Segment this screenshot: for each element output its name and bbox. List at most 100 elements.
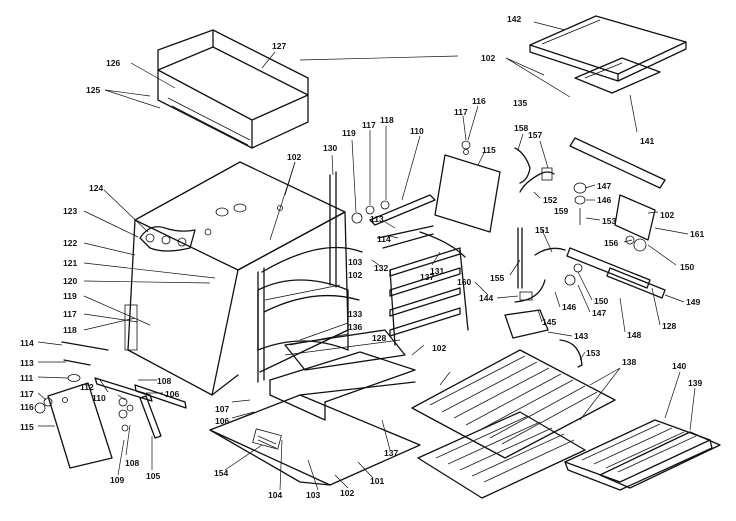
part-broiler-drawer bbox=[104, 29, 309, 149]
callout-labels: 142 102 135 141 127 126 125 124 123 122 … bbox=[20, 14, 704, 500]
callout-130: 130 bbox=[323, 143, 337, 153]
callout-136: 136 bbox=[348, 322, 362, 332]
callout-125: 125 bbox=[86, 85, 100, 95]
callout-119: 119 bbox=[342, 128, 356, 138]
callout-151: 151 bbox=[535, 225, 549, 235]
callout-102: 102 bbox=[348, 270, 362, 280]
callout-117: 117 bbox=[362, 120, 376, 130]
callout-102: 102 bbox=[660, 210, 674, 220]
callout-102: 102 bbox=[432, 343, 446, 353]
callout-137: 137 bbox=[420, 272, 434, 282]
callout-118: 118 bbox=[380, 115, 394, 125]
part-oven-bottom-pan bbox=[209, 329, 421, 491]
callout-122: 122 bbox=[63, 238, 77, 248]
callout-118: 118 bbox=[63, 325, 77, 335]
callout-145: 145 bbox=[542, 317, 556, 327]
callout-115: 115 bbox=[482, 145, 496, 155]
callout-110: 110 bbox=[92, 393, 106, 403]
part-left-small-components bbox=[34, 189, 216, 469]
callout-128: 128 bbox=[372, 333, 386, 343]
callout-133: 133 bbox=[348, 309, 362, 319]
callout-114: 114 bbox=[377, 234, 391, 244]
callout-102: 102 bbox=[481, 53, 495, 63]
callout-126: 126 bbox=[106, 58, 120, 68]
callout-142: 142 bbox=[507, 14, 521, 24]
callout-103: 103 bbox=[306, 490, 320, 500]
callout-152: 152 bbox=[543, 195, 557, 205]
part-oven-grate bbox=[411, 349, 621, 499]
part-broiler-pan-insert bbox=[564, 371, 721, 491]
callout-155: 155 bbox=[490, 273, 504, 283]
callout-119: 119 bbox=[63, 291, 77, 301]
callout-124: 124 bbox=[89, 183, 103, 193]
callout-138: 138 bbox=[622, 357, 636, 367]
callout-148: 148 bbox=[627, 330, 641, 340]
callout-116: 116 bbox=[20, 402, 34, 412]
callout-115: 115 bbox=[20, 422, 34, 432]
callout-127: 127 bbox=[272, 41, 286, 51]
part-gas-manifold-regulator bbox=[474, 133, 689, 368]
callout-117: 117 bbox=[20, 389, 34, 399]
callout-135: 135 bbox=[513, 98, 527, 108]
part-top-trim-panel bbox=[505, 15, 687, 133]
callout-156: 156 bbox=[604, 238, 618, 248]
leader-line bbox=[439, 371, 451, 386]
callout-158: 158 bbox=[514, 123, 528, 133]
callout-131: 131 bbox=[430, 266, 444, 276]
callout-139: 139 bbox=[688, 378, 702, 388]
callout-111: 111 bbox=[20, 373, 34, 383]
callout-144: 144 bbox=[479, 293, 493, 303]
callout-121: 121 bbox=[63, 258, 77, 268]
callout-141: 141 bbox=[640, 136, 654, 146]
callout-137: 137 bbox=[384, 448, 398, 458]
callout-154: 154 bbox=[214, 468, 228, 478]
callout-160: 160 bbox=[457, 277, 471, 287]
part-burner-valve-assembly bbox=[94, 377, 187, 476]
callout-120: 120 bbox=[63, 276, 77, 286]
callout-106: 106 bbox=[165, 389, 179, 399]
callout-150: 150 bbox=[680, 262, 694, 272]
callout-110: 110 bbox=[410, 126, 424, 136]
callout-101: 101 bbox=[370, 476, 384, 486]
leader-line bbox=[299, 55, 459, 61]
callout-107: 107 bbox=[215, 404, 229, 414]
callout-140: 140 bbox=[672, 361, 686, 371]
callout-147: 147 bbox=[592, 308, 606, 318]
callout-117: 117 bbox=[454, 107, 468, 117]
callout-103: 103 bbox=[348, 257, 362, 267]
callout-112: 112 bbox=[80, 382, 94, 392]
callout-104: 104 bbox=[268, 490, 282, 500]
callout-157: 157 bbox=[528, 130, 542, 140]
callout-116: 116 bbox=[472, 96, 486, 106]
part-rear-cover-panel bbox=[434, 105, 501, 233]
callout-159: 159 bbox=[554, 206, 568, 216]
callout-153: 153 bbox=[586, 348, 600, 358]
callout-128: 128 bbox=[662, 321, 676, 331]
leader-line bbox=[269, 161, 296, 241]
callout-117: 117 bbox=[63, 309, 77, 319]
callout-147: 147 bbox=[597, 181, 611, 191]
callout-161: 161 bbox=[690, 229, 704, 239]
callout-143: 143 bbox=[574, 331, 588, 341]
part-range-body-cabinet bbox=[124, 161, 349, 396]
callout-146: 146 bbox=[562, 302, 576, 312]
callout-146: 146 bbox=[597, 195, 611, 205]
callout-108: 108 bbox=[157, 376, 171, 386]
callout-109: 109 bbox=[110, 475, 124, 485]
callout-102: 102 bbox=[340, 488, 354, 498]
part-side-burner-parts bbox=[351, 126, 466, 267]
callout-108: 108 bbox=[125, 458, 139, 468]
callout-149: 149 bbox=[686, 297, 700, 307]
callout-123: 123 bbox=[63, 206, 77, 216]
callout-114: 114 bbox=[20, 338, 34, 348]
callout-105: 105 bbox=[146, 471, 160, 481]
callout-150: 150 bbox=[594, 296, 608, 306]
callout-113: 113 bbox=[20, 358, 34, 368]
callout-132: 132 bbox=[374, 263, 388, 273]
leader-line bbox=[104, 89, 151, 97]
callout-113: 113 bbox=[370, 214, 384, 224]
callout-106: 106 bbox=[215, 416, 229, 426]
callout-102: 102 bbox=[287, 152, 301, 162]
